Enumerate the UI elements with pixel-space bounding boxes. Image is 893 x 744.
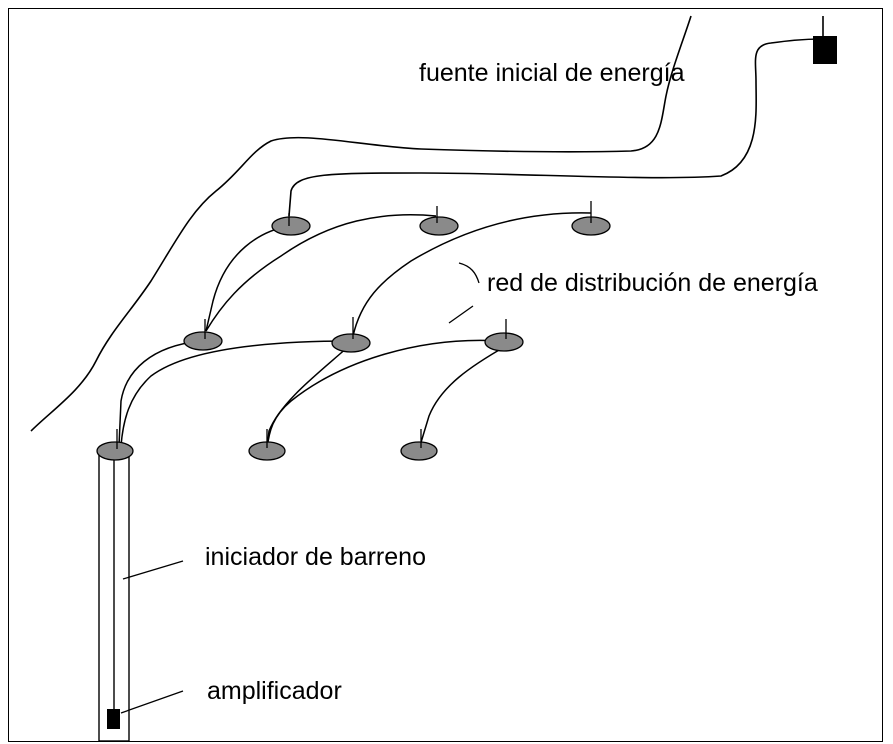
borehole-collar xyxy=(248,429,286,461)
borehole-collar xyxy=(400,429,438,461)
distribution-wire xyxy=(266,345,350,450)
label-initial-source: fuente inicial de energía xyxy=(419,59,685,87)
distribution-wire xyxy=(266,339,502,450)
distribution-wire xyxy=(352,212,592,337)
borehole-collar xyxy=(96,429,134,461)
borehole-collar xyxy=(419,206,459,236)
borehole-collar xyxy=(271,213,311,236)
amplifier-box xyxy=(107,709,120,729)
label-borehole-initiator: iniciador de barreno xyxy=(205,543,426,571)
distribution-wire xyxy=(205,225,290,332)
borehole-collar xyxy=(484,319,524,352)
distribution-wire xyxy=(418,345,507,450)
leader-line xyxy=(458,262,480,284)
distribution-wire xyxy=(120,340,352,447)
label-amplifier: amplificador xyxy=(207,677,342,705)
leader-line xyxy=(120,690,184,714)
leader-line xyxy=(122,560,184,580)
energy-source-box xyxy=(813,36,837,64)
terrain-line xyxy=(30,15,692,432)
distribution-wire xyxy=(118,340,202,447)
borehole-collar xyxy=(571,201,611,236)
borehole-collar xyxy=(331,317,371,353)
leader-line xyxy=(448,305,474,324)
distribution-wire xyxy=(205,214,437,332)
main-supply-line xyxy=(288,16,824,217)
borehole-collar xyxy=(183,319,223,351)
blast-network-diagram xyxy=(30,15,837,741)
label-distribution-network: red de distribución de energía xyxy=(487,269,818,297)
diagram-frame: fuente inicial de energía red de distrib… xyxy=(8,8,883,742)
